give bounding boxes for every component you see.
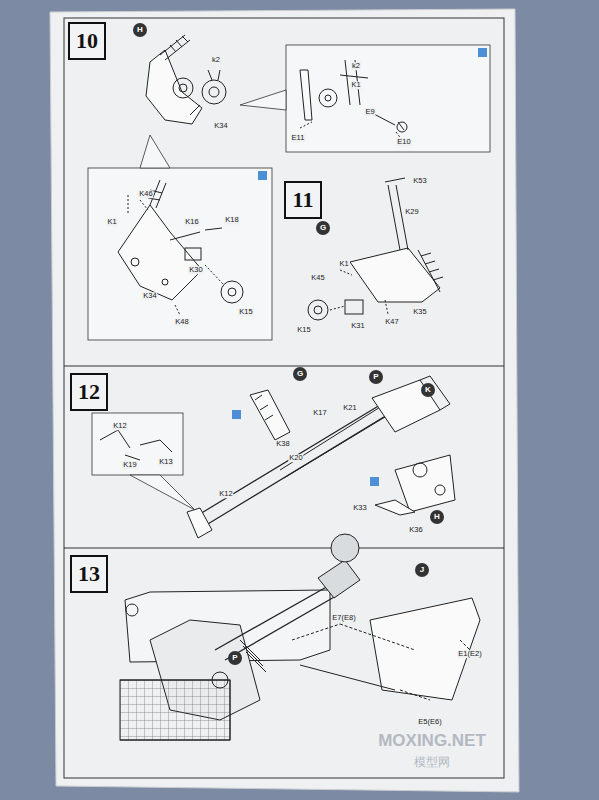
step-number: 12	[78, 381, 100, 403]
part-number: K30	[188, 266, 203, 274]
sprue-letter: P	[232, 654, 237, 662]
part-number: E5(E6)	[417, 718, 442, 726]
step-number-box: 13	[70, 555, 108, 593]
part-number: K36	[408, 526, 423, 534]
part-number: E7(E8)	[331, 614, 356, 622]
part-number: K15	[296, 326, 311, 334]
panel-frames	[64, 18, 504, 778]
part-number: K12	[218, 490, 233, 498]
sprue-letter-circle: P	[369, 370, 383, 384]
part-number: K1	[338, 260, 349, 268]
part-number: K46	[138, 190, 153, 198]
sprue-letter: G	[320, 224, 326, 232]
part-number: K12	[112, 422, 127, 430]
sprue-letter-circle: J	[415, 563, 429, 577]
sprue-letter-circle: K	[421, 383, 435, 397]
watermark: MOXING.NET	[377, 732, 487, 749]
part-number: K45	[310, 274, 325, 282]
step-number: 13	[78, 563, 100, 585]
sprue-letter: G	[297, 370, 303, 378]
sprue-letter: P	[373, 373, 378, 381]
gun-parts	[100, 35, 480, 740]
part-number: k2	[351, 62, 361, 70]
step-number-box: 11	[284, 181, 322, 219]
step-number-box: 12	[70, 373, 108, 411]
paper-sheet	[50, 9, 519, 792]
step-number-box: 10	[68, 22, 106, 60]
sprue-letter-circle: H	[133, 23, 147, 37]
part-number: K29	[404, 208, 419, 216]
detail-insets	[88, 45, 490, 510]
step-number: 11	[293, 189, 314, 211]
sprue-letter-circle: G	[316, 221, 330, 235]
edit-icons	[232, 48, 487, 486]
part-number: K34	[142, 292, 157, 300]
sprue-letter-circle: G	[293, 367, 307, 381]
part-number: E10	[396, 138, 411, 146]
sprue-letter-circle: P	[228, 651, 242, 665]
part-number: K53	[412, 177, 427, 185]
part-number: E1(E2)	[457, 650, 482, 658]
part-number: K20	[288, 454, 303, 462]
watermark: 模型网	[413, 756, 451, 768]
part-number: K15	[238, 308, 253, 316]
part-number: K38	[275, 440, 290, 448]
part-number: k2	[211, 56, 221, 64]
part-number: K33	[352, 504, 367, 512]
sprue-letter-circle: H	[430, 510, 444, 524]
part-number: K1	[106, 218, 117, 226]
sprue-letter: J	[420, 566, 424, 574]
step-number: 10	[76, 30, 98, 52]
part-number: K18	[224, 216, 239, 224]
sprue-letter: H	[137, 26, 143, 34]
sprue-letter: H	[434, 513, 440, 521]
part-number: K13	[158, 458, 173, 466]
part-number: E9	[364, 108, 375, 116]
part-number: K17	[312, 409, 327, 417]
part-number: K19	[122, 461, 137, 469]
part-number: K1	[350, 81, 361, 89]
part-number: K16	[184, 218, 199, 226]
part-number: K48	[174, 318, 189, 326]
part-number: E11	[291, 134, 306, 142]
part-number: K21	[342, 404, 357, 412]
part-number: K31	[350, 322, 365, 330]
part-number: K35	[412, 308, 427, 316]
part-number: K47	[384, 318, 399, 326]
part-number: K34	[213, 122, 228, 130]
sprue-letter: K	[425, 386, 431, 394]
